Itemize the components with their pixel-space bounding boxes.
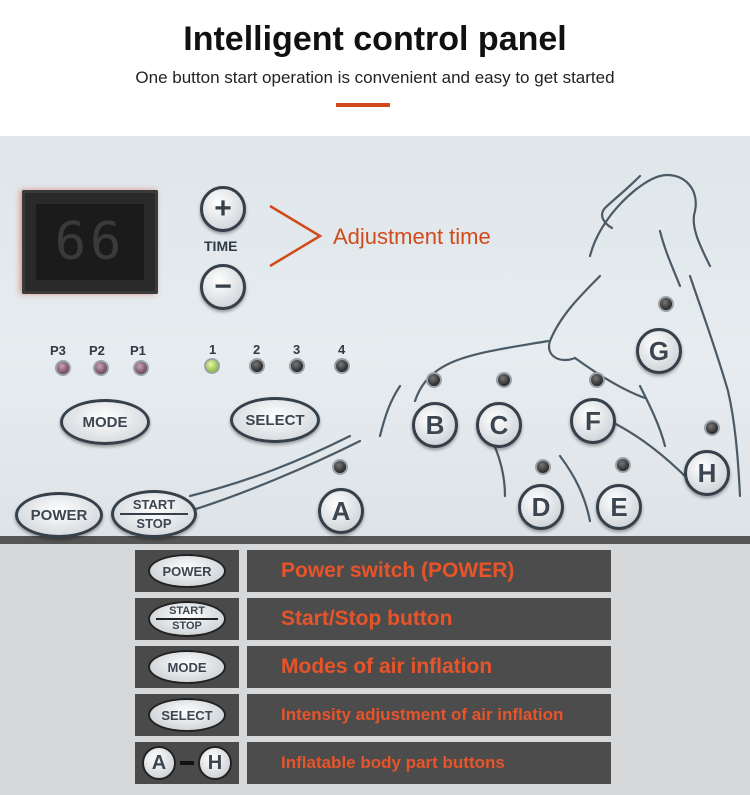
legend-row-power: POWER Power switch (POWER) (135, 550, 611, 592)
mode-button-label: MODE (82, 413, 128, 431)
led-p2 (93, 360, 109, 376)
part-button-b[interactable]: B (412, 402, 458, 448)
legend-icon-mode: MODE (135, 646, 239, 688)
legend-row-mode: MODE Modes of air inflation (135, 646, 611, 688)
led-2 (249, 358, 265, 374)
accent-bar (336, 103, 390, 107)
time-label: TIME (204, 238, 238, 254)
mini-select-button: SELECT (148, 698, 226, 732)
part-d-label: D (531, 491, 551, 522)
led-c (496, 372, 512, 388)
start-stop-button[interactable]: START STOP (111, 490, 197, 538)
mini-start-label: START (169, 605, 205, 617)
legend-text-select: Intensity adjustment of air inflation (247, 694, 611, 736)
select-button[interactable]: SELECT (230, 397, 320, 443)
mini-range-dash (180, 761, 194, 765)
legend-icon-parts: A H (135, 742, 239, 784)
led-label-1: 1 (209, 342, 217, 357)
mini-mode-button: MODE (148, 650, 226, 684)
mini-part-h-button: H (198, 746, 232, 780)
legend-text-start-stop: Start/Stop button (247, 598, 611, 640)
mini-power-label: POWER (162, 563, 212, 579)
mini-stop-label: STOP (172, 620, 202, 632)
led-h (704, 420, 720, 436)
led-label-2: 2 (253, 342, 261, 357)
legend-icon-start-stop: START STOP (135, 598, 239, 640)
led-a (332, 459, 348, 475)
part-h-label: H (697, 457, 717, 488)
led-f (589, 372, 605, 388)
led-3 (289, 358, 305, 374)
power-button[interactable]: POWER (15, 492, 103, 538)
legend-row-select: SELECT Intensity adjustment of air infla… (135, 694, 611, 736)
page-title: Intelligent control panel (183, 20, 567, 58)
part-button-f[interactable]: F (570, 398, 616, 444)
time-plus-button[interactable]: + (200, 186, 246, 232)
led-label-4: 4 (338, 342, 346, 357)
led-d (535, 459, 551, 475)
led-b (426, 372, 442, 388)
led-4 (334, 358, 350, 374)
part-e-label: E (610, 491, 628, 522)
button-legend: POWER Power switch (POWER) START STOP St… (0, 544, 750, 795)
mini-part-h-label: H (207, 751, 223, 774)
part-a-label: A (331, 495, 351, 526)
digital-display: 66 (22, 190, 158, 294)
part-button-h[interactable]: H (684, 450, 730, 496)
mini-mode-label: MODE (167, 659, 207, 675)
mini-part-a-label: A (151, 751, 167, 774)
part-button-e[interactable]: E (596, 484, 642, 530)
led-g (658, 296, 674, 312)
time-minus-button[interactable]: − (200, 264, 246, 310)
minus-icon: − (214, 270, 232, 303)
part-g-label: G (648, 335, 670, 366)
body-silhouette-icon (178, 173, 742, 523)
mini-power-button: POWER (148, 554, 226, 588)
legend-text-parts: Inflatable body part buttons (247, 742, 611, 784)
start-stop-divider (119, 513, 189, 515)
part-c-label: C (489, 409, 509, 440)
display-readout: 66 (36, 204, 144, 280)
start-label: START (132, 497, 176, 512)
part-f-label: F (585, 405, 601, 436)
led-p1 (133, 360, 149, 376)
part-button-d[interactable]: D (518, 484, 564, 530)
led-1 (204, 358, 220, 374)
panel-base (0, 536, 750, 544)
power-button-label: POWER (30, 506, 88, 524)
led-label-p1: P1 (130, 343, 146, 358)
legend-icon-select: SELECT (135, 694, 239, 736)
mini-part-a-button: A (142, 746, 176, 780)
page-subtitle: One button start operation is convenient… (135, 68, 615, 87)
led-p3 (55, 360, 71, 376)
stop-label: STOP (136, 516, 172, 531)
mode-button[interactable]: MODE (60, 399, 150, 445)
select-button-label: SELECT (245, 411, 305, 429)
part-b-label: B (425, 409, 445, 440)
part-button-c[interactable]: C (476, 402, 522, 448)
mini-start-stop-divider (155, 618, 219, 620)
led-label-3: 3 (293, 342, 301, 357)
plus-icon: + (214, 192, 232, 225)
part-button-g[interactable]: G (636, 328, 682, 374)
mini-start-stop-button: START STOP (148, 601, 226, 637)
legend-row-parts: A H Inflatable body part buttons (135, 742, 611, 784)
legend-text-power: Power switch (POWER) (247, 550, 611, 592)
legend-row-start-stop: START STOP Start/Stop button (135, 598, 611, 640)
legend-text-mode: Modes of air inflation (247, 646, 611, 688)
mini-select-label: SELECT (161, 707, 213, 723)
led-e (615, 457, 631, 473)
adjustment-time-annotation: Adjustment time (333, 224, 491, 249)
part-button-a[interactable]: A (318, 488, 364, 534)
header: Intelligent control panel One button sta… (0, 0, 750, 136)
legend-icon-power: POWER (135, 550, 239, 592)
led-label-p3: P3 (50, 343, 66, 358)
led-label-p2: P2 (89, 343, 105, 358)
